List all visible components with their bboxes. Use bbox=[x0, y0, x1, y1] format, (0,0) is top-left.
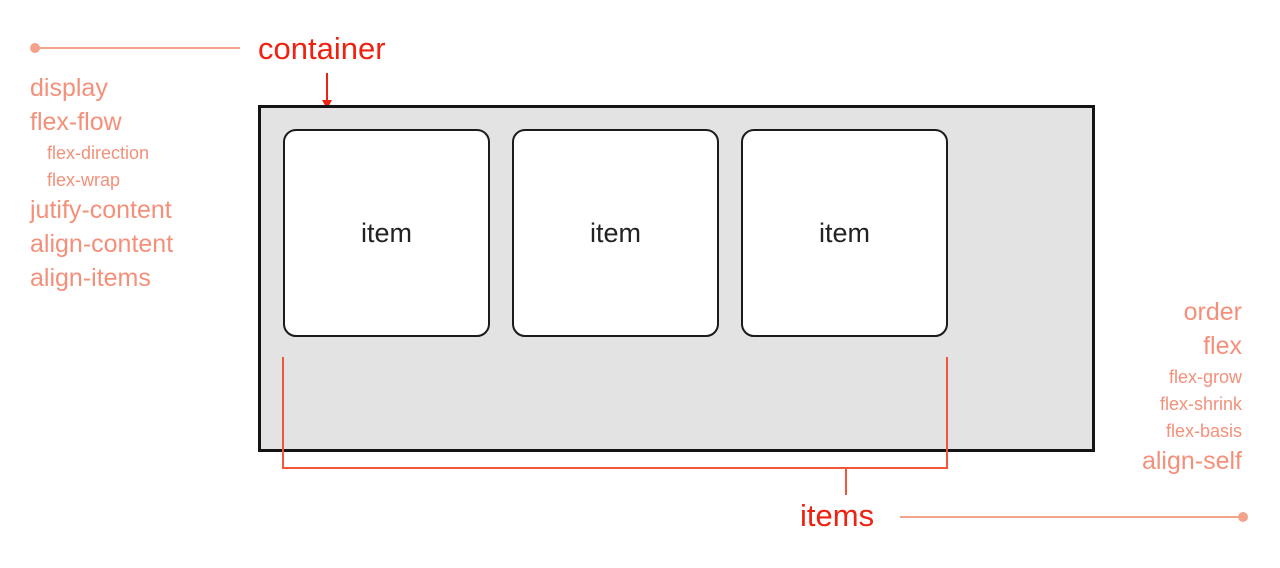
items-label: items bbox=[800, 498, 875, 533]
flex-item-1: item bbox=[283, 129, 490, 337]
property-flex-basis: flex-basis bbox=[1165, 421, 1242, 441]
property-flex-direction: flex-direction bbox=[47, 143, 150, 163]
container-properties-list: display flex-flow flex-direction flex-wr… bbox=[30, 76, 173, 300]
property-flex-flow: flex-flow bbox=[30, 108, 122, 136]
property-justify-content: jutify-content bbox=[30, 196, 172, 224]
container-label: container bbox=[258, 31, 386, 66]
flex-item-label: item bbox=[818, 217, 870, 248]
property-align-content: align-content bbox=[30, 230, 174, 258]
items-connector-line bbox=[900, 516, 1240, 518]
property-flex-shrink: flex-shrink bbox=[1159, 394, 1242, 414]
items-bracket-stem bbox=[845, 467, 847, 495]
container-connector-dot bbox=[30, 43, 40, 53]
flex-container-box: item item item bbox=[258, 105, 1095, 452]
property-flex: flex bbox=[1203, 332, 1242, 360]
container-arrow-icon bbox=[322, 73, 332, 109]
property-align-self: align-self bbox=[1141, 447, 1242, 475]
flex-item-3: item bbox=[741, 129, 948, 337]
item-properties-list: order flex flex-grow flex-shrink flex-ba… bbox=[1142, 300, 1242, 483]
property-display: display bbox=[30, 74, 108, 102]
flex-item-2: item bbox=[512, 129, 719, 337]
property-flex-grow: flex-grow bbox=[1168, 367, 1242, 387]
container-connector-line bbox=[36, 47, 240, 49]
property-align-items: align-items bbox=[30, 264, 151, 292]
flex-item-label: item bbox=[360, 217, 412, 248]
flex-item-label: item bbox=[589, 217, 641, 248]
property-flex-wrap: flex-wrap bbox=[47, 170, 121, 190]
items-connector-dot bbox=[1238, 512, 1248, 522]
property-order: order bbox=[1183, 298, 1242, 326]
